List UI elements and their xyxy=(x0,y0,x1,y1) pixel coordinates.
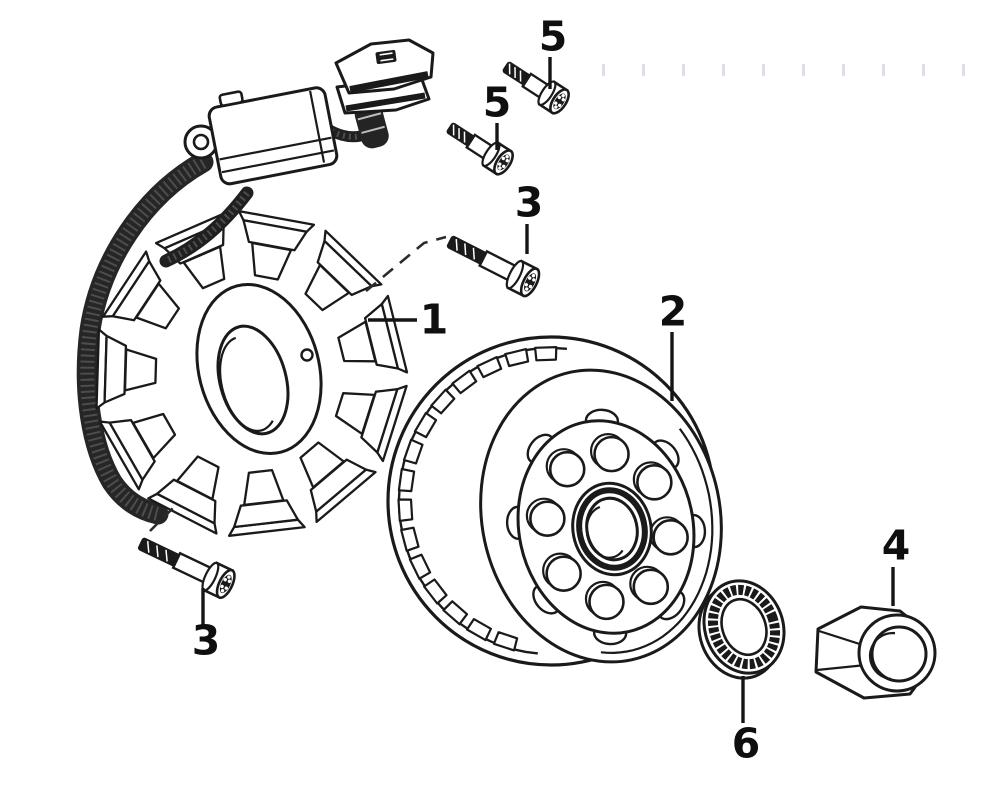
callout-6: 6 xyxy=(731,719,761,768)
bolt-short-upper xyxy=(502,61,570,115)
assembly-guide-dashes xyxy=(149,235,447,532)
wiring-connector xyxy=(334,38,435,149)
callout-3-lower: 3 xyxy=(191,616,221,665)
bolt-long-upper xyxy=(446,235,541,298)
bolt-long-lower xyxy=(137,537,236,600)
lock-washer xyxy=(697,579,786,680)
callout-5-upper: 5 xyxy=(538,12,568,61)
flywheel-rotor xyxy=(386,335,723,667)
callout-leader-lines xyxy=(201,57,895,723)
stator-backplate xyxy=(76,151,214,525)
callout-1: 1 xyxy=(419,295,449,344)
scan-artifact-dots xyxy=(602,64,965,76)
callout-3-upper: 3 xyxy=(514,178,544,227)
callout-2: 2 xyxy=(658,287,688,336)
ignition-pickup-box xyxy=(207,86,339,186)
flange-nut xyxy=(814,605,937,700)
callout-4: 4 xyxy=(881,521,911,570)
stator-core-coils xyxy=(95,209,409,537)
callout-5-lower: 5 xyxy=(482,78,512,127)
